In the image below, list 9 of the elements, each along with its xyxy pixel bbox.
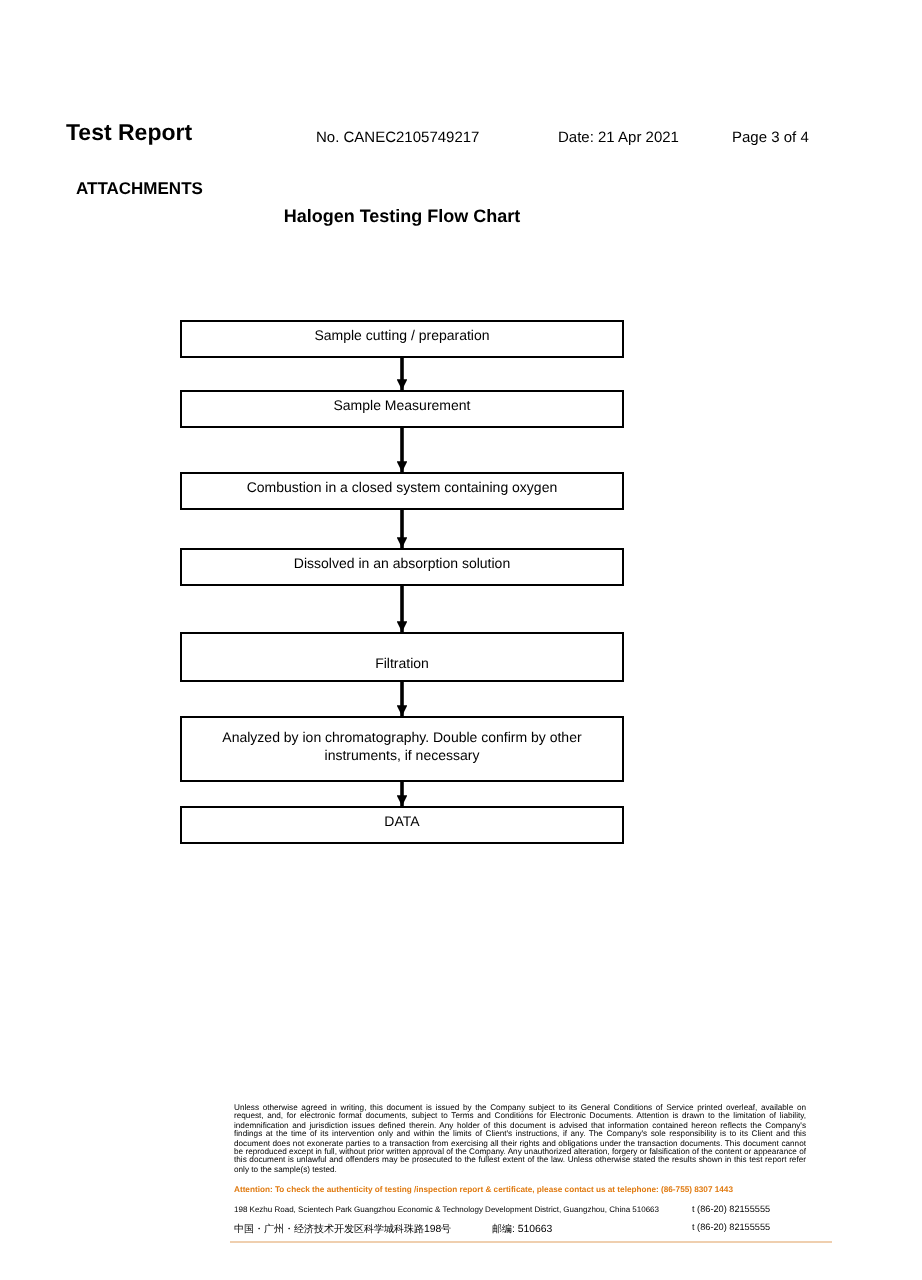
arrow xyxy=(396,510,408,548)
arrow xyxy=(396,682,408,716)
section-heading: ATTACHMENTS xyxy=(76,178,203,198)
arrow xyxy=(396,782,408,806)
arrow xyxy=(396,358,408,390)
chart-title: Halogen Testing Flow Chart xyxy=(281,206,523,226)
report-title: Test Report xyxy=(66,122,193,146)
arrow xyxy=(396,586,408,632)
arrow xyxy=(396,428,408,472)
